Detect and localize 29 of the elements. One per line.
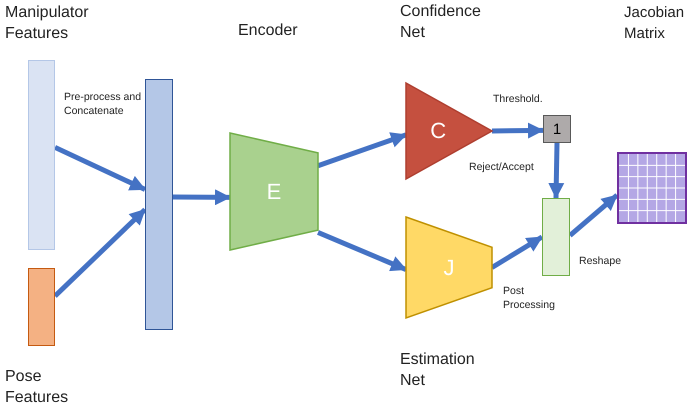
concatenated-vector-bar xyxy=(145,79,173,330)
heading: Manipulator Features xyxy=(5,3,90,44)
arrow xyxy=(317,230,407,272)
arrow xyxy=(548,142,564,199)
edge-label: Pre-process and Concatenate xyxy=(64,90,142,118)
edge-label: Reject/Accept xyxy=(469,160,535,174)
column-heading: Jacobian Matrix xyxy=(624,3,686,44)
network-letter: J xyxy=(442,254,456,282)
arrow xyxy=(54,145,146,192)
column-heading: Encoder xyxy=(238,21,299,41)
matrix-grid xyxy=(617,152,687,224)
edge-label: Post Processing xyxy=(503,284,556,312)
arrow xyxy=(492,122,544,139)
edge-label: Threshold. xyxy=(493,92,544,106)
network-letter: C xyxy=(429,117,448,145)
arrow xyxy=(490,234,544,270)
arrow xyxy=(568,193,619,238)
heading: Pose Features xyxy=(5,367,70,408)
heading: Confidence Net xyxy=(400,2,482,43)
arrow xyxy=(172,189,231,206)
box-value: 1 xyxy=(552,120,562,140)
encoder-trapezoid xyxy=(230,133,318,250)
network-letter: E xyxy=(266,178,282,206)
arrow xyxy=(317,132,407,168)
output-vector-bar xyxy=(542,198,570,276)
heading: Estimation Net xyxy=(400,350,476,391)
edge-label: Reshape xyxy=(579,254,622,268)
arrow xyxy=(53,208,147,298)
output-value-box xyxy=(543,115,571,143)
